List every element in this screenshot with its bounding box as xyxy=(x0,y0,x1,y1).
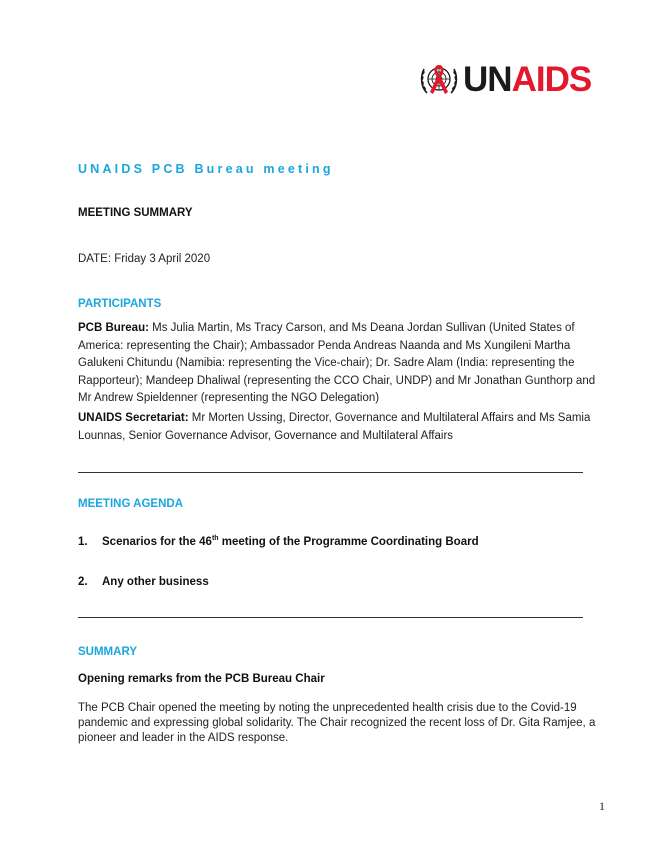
secretariat-label: UNAIDS Secretariat: xyxy=(78,412,189,424)
page-number: 1 xyxy=(599,799,605,813)
pcb-bureau-paragraph: PCB Bureau: Ms Julia Martin, Ms Tracy Ca… xyxy=(78,320,608,408)
logo-text-un: UN xyxy=(463,60,513,99)
divider-2 xyxy=(78,617,583,618)
unaids-logo: UNAIDS xyxy=(418,58,593,102)
summary-subheading: Opening remarks from the PCB Bureau Chai… xyxy=(78,673,325,685)
secretariat-text: Mr Morten Ussing, Director, Governance a… xyxy=(78,412,591,442)
meeting-summary-label: MEETING SUMMARY xyxy=(78,207,193,219)
logo-wordmark: UNAIDS xyxy=(463,60,593,100)
agenda-item-1-text-post: meeting of the Programme Coordinating Bo… xyxy=(218,535,479,548)
pcb-bureau-text: Ms Julia Martin, Ms Tracy Carson, and Ms… xyxy=(78,322,596,405)
agenda-item-1-text-pre: Scenarios for the 46 xyxy=(102,535,212,548)
divider-1 xyxy=(78,472,583,473)
participants-heading: PARTICIPANTS xyxy=(78,298,162,310)
document-title: UNAIDS PCB Bureau meeting xyxy=(78,162,334,176)
agenda-item-1-number: 1. xyxy=(78,535,88,548)
pcb-bureau-label: PCB Bureau: xyxy=(78,322,149,334)
secretariat-paragraph: UNAIDS Secretariat: Mr Morten Ussing, Di… xyxy=(78,410,608,445)
summary-heading: SUMMARY xyxy=(78,646,137,658)
agenda-item-2-number: 2. xyxy=(78,576,88,588)
summary-paragraph: The PCB Chair opened the meeting by noti… xyxy=(78,702,596,744)
logo-text-aids: AIDS xyxy=(511,60,593,99)
agenda-item-1: 1. Scenarios for the 46th meeting of the … xyxy=(78,535,479,548)
agenda-item-2: 2. Any other business xyxy=(78,576,209,588)
agenda-item-1-superscript: th xyxy=(211,535,219,542)
un-emblem-red-ribbon-icon xyxy=(420,65,458,94)
date-line: DATE: Friday 3 April 2020 xyxy=(78,253,211,265)
agenda-item-2-text: Any other business xyxy=(102,576,209,588)
agenda-heading: MEETING AGENDA xyxy=(78,498,183,510)
